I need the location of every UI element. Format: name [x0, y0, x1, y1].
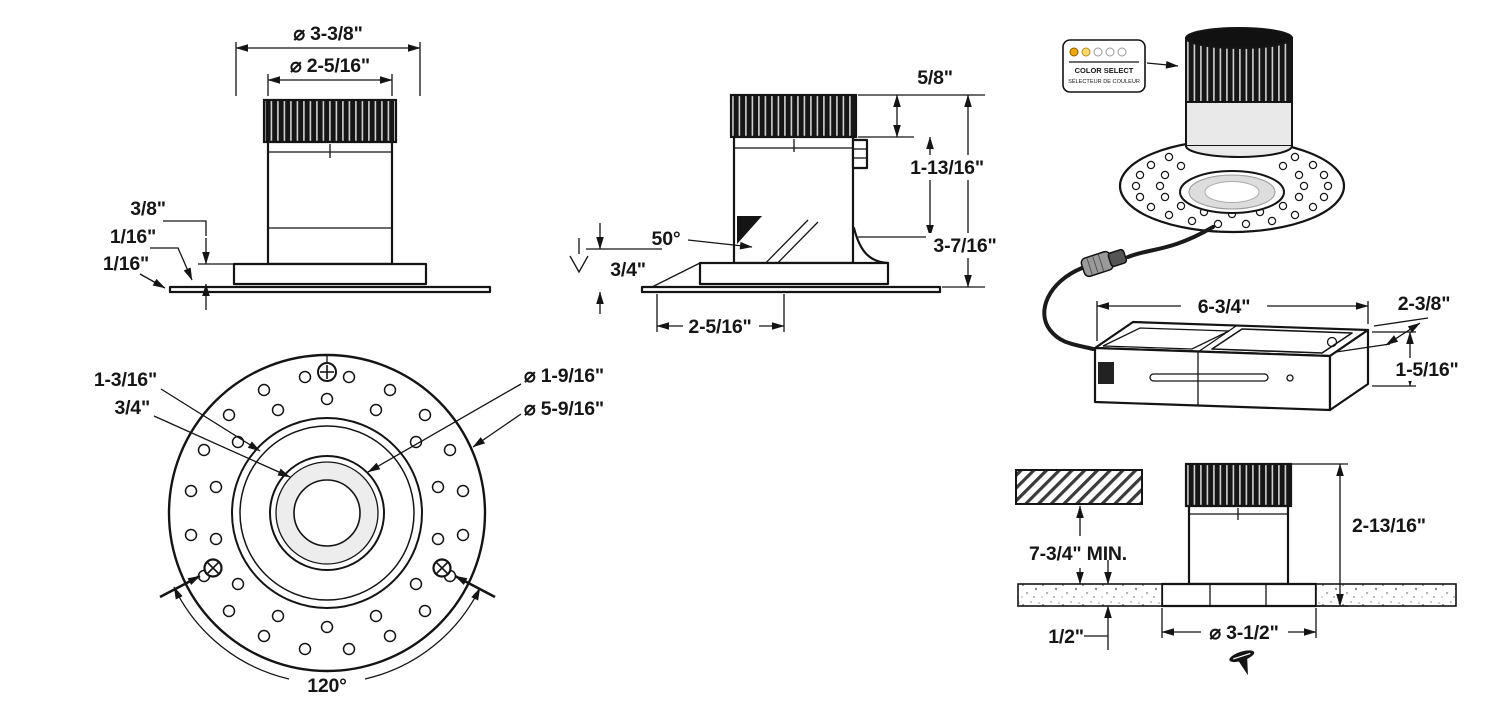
plate-holes — [1131, 152, 1333, 229]
dim-inner-offset-label: 3/4" — [114, 397, 150, 419]
trim-flange — [1160, 582, 1318, 608]
fixture-body — [266, 140, 394, 266]
dim-lip-top-label: 1/16" — [110, 226, 156, 248]
screw-icon — [1229, 650, 1255, 676]
installation-view: 7-3/4" MIN. 2-13/16" 1/2" ⌀ 3-1/2" — [1015, 462, 1457, 676]
trim-flange — [232, 262, 428, 286]
front-slot — [1149, 373, 1269, 382]
mounting-screw-right — [432, 558, 452, 578]
trim-flange — [698, 261, 890, 286]
joist-section — [1015, 469, 1143, 505]
dim-overall-height-label: 3-7/16" — [933, 235, 996, 257]
dim-aperture-width-label: 2-5/16" — [688, 316, 751, 338]
plate-holes — [184, 370, 470, 656]
light-engine-can — [1185, 27, 1293, 158]
dim-screw-angle-label: 120° — [307, 675, 347, 697]
mud-plate — [168, 285, 492, 294]
cable — [1126, 225, 1215, 259]
dim-overall-height-label: 2-13/16" — [1352, 515, 1426, 537]
jbox-access-cover — [1211, 328, 1353, 354]
ceiling-section-left — [1017, 583, 1163, 607]
color-swatch-2 — [1081, 47, 1091, 57]
dim-trim-diameter-label: ⌀ 3-3/8" — [293, 23, 362, 45]
color-swatch-3 — [1093, 47, 1103, 57]
top-screw — [317, 356, 337, 382]
input-connector — [1098, 362, 1114, 384]
dim-ring-offset-label: 1-3/16" — [94, 369, 157, 391]
dim-plate-diameter-label: ⌀ 5-9/16" — [524, 398, 604, 420]
plan-view: 1-3/16" 3/4" ⌀ 1-9/16" ⌀ 5-9/16" 120° — [94, 353, 604, 697]
perspective-view: COLOR SELECT SÉLECTEUR DE COULEUR — [1042, 27, 1464, 412]
color-swatch-5 — [1117, 47, 1127, 57]
dim-body-diameter-label: ⌀ 2-5/16" — [290, 55, 370, 77]
dim-ceiling-thickness-label: 1/2" — [1048, 626, 1084, 648]
dim-lens-diameter-label: ⌀ 1-9/16" — [524, 365, 604, 387]
dim-body-height-label: 1-13/16" — [910, 157, 984, 179]
dim-cap-height-label: 5/8" — [917, 67, 953, 89]
gimbal-bracket — [737, 216, 762, 244]
dim-box-height-label: 1-5/16" — [1395, 359, 1458, 381]
heatsink-cap — [1184, 462, 1293, 508]
color-select-callout: COLOR SELECT SÉLECTEUR DE COULEUR — [1062, 39, 1179, 93]
cable — [1042, 266, 1095, 351]
dim-regress-depth-label: 3/4" — [610, 259, 646, 281]
dim-cutout-diameter-label: ⌀ 3-1/2" — [1209, 622, 1278, 644]
color-select-label-fr: SÉLECTEUR DE COULEUR — [1068, 78, 1140, 85]
mounting-screw-left — [203, 558, 223, 578]
dim-lip-bottom-label: 1/16" — [103, 253, 149, 275]
side-section-view: 5/8" 1-13/16" 3-7/16" 50° 3/4" 2-5/16" — [569, 67, 1006, 338]
fixture-body — [732, 135, 855, 265]
dim-flange-height-label: 3/8" — [130, 198, 166, 220]
heatsink-cap — [262, 98, 398, 144]
connector-tab — [851, 138, 869, 170]
color-swatch-4 — [1105, 47, 1115, 57]
junction-box — [1093, 320, 1370, 412]
mud-plate — [640, 285, 942, 294]
front-elevation-view: ⌀ 3-3/8" ⌀ 2-5/16" 3/8" 1/16" 1/16" — [103, 23, 492, 310]
color-swatch-1 — [1069, 47, 1079, 57]
cover-screw — [1326, 336, 1338, 348]
dim-box-length-label: 6-3/4" — [1198, 296, 1251, 318]
dim-box-depth-label: 2-3/8" — [1398, 293, 1451, 315]
quick-connector — [1080, 248, 1128, 278]
color-select-label: COLOR SELECT — [1075, 66, 1134, 75]
dim-tilt-angle-label: 50° — [652, 228, 681, 250]
support-arm — [852, 226, 890, 265]
heatsink-cap — [729, 93, 858, 139]
lens-aperture — [293, 479, 361, 547]
ceiling-section-right — [1315, 583, 1457, 607]
dim-min-clearance-label: 7-3/4" MIN. — [1029, 543, 1127, 565]
